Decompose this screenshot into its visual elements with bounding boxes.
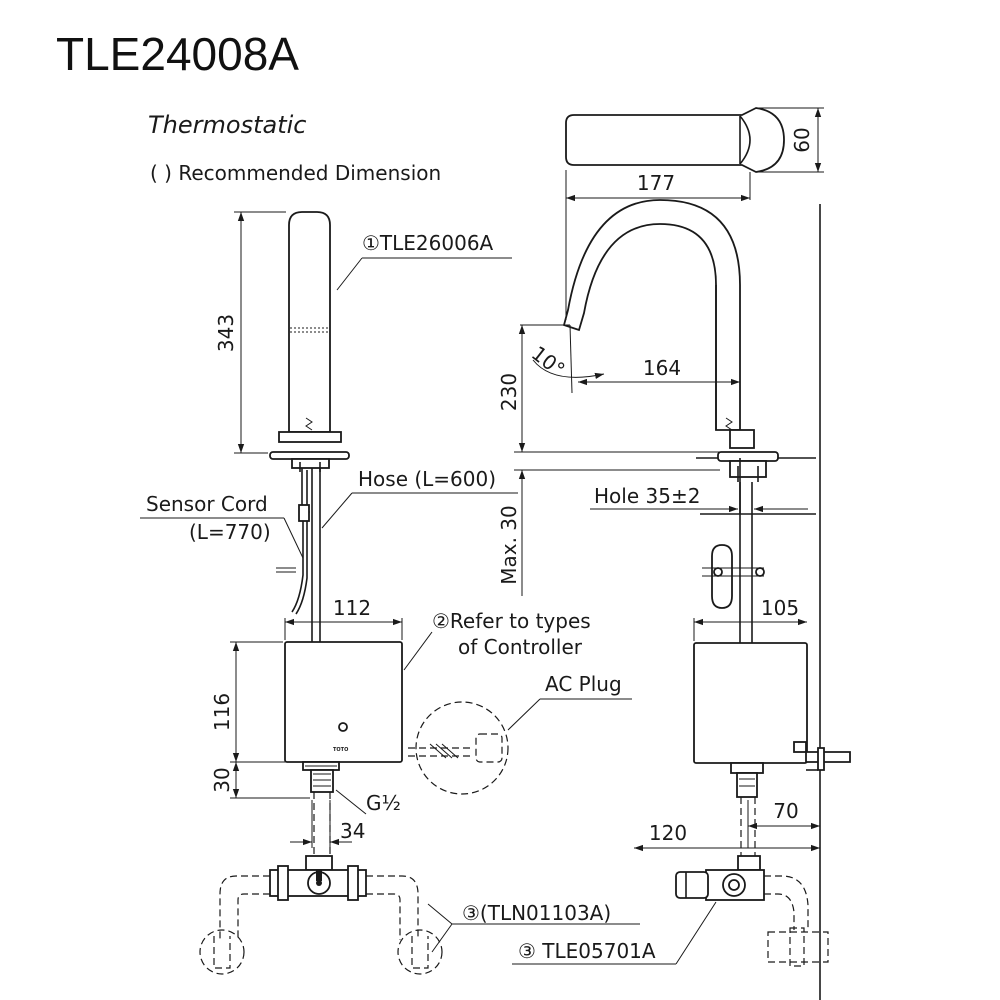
- sensor-connector: [298, 504, 310, 522]
- dim-spout-reach: 164: [643, 356, 681, 380]
- spout-body-front: [288, 211, 331, 433]
- side-view: [562, 107, 851, 1000]
- dim-deck-thickness: Max. 30: [497, 505, 521, 585]
- callout-hole: Hole 35±2: [594, 484, 700, 508]
- front-view: TOTO: [199, 211, 509, 975]
- callout-sensor-cord: Sensor Cord: [146, 492, 268, 516]
- brand-mark: TOTO: [333, 747, 348, 753]
- dim-outlet-offset: 34: [340, 819, 365, 843]
- dim-top-depth: 60: [790, 127, 814, 152]
- callout-sensor-cord-length: (L=770): [189, 520, 271, 544]
- dim-spout-clearance: 230: [497, 373, 521, 411]
- dim-controller-depth: 105: [761, 596, 799, 620]
- dim-angle: 10°: [527, 341, 570, 382]
- callout-ac-plug: AC Plug: [545, 672, 622, 696]
- dim-floor-offset: 120: [649, 821, 687, 845]
- callout-hose: Hose (L=600): [358, 467, 496, 491]
- callout-controller-2: of Controller: [458, 635, 583, 659]
- callout-valve-front: ③(TLN01103A): [462, 901, 611, 925]
- controller-box-side: [693, 642, 808, 764]
- callout-controller: ②Refer to types: [432, 609, 591, 633]
- dim-wall-offset: 70: [773, 799, 798, 823]
- spout-top-view: [565, 107, 785, 173]
- dim-bottom-height: 30: [210, 767, 234, 792]
- side-callouts: ③ TLE05701A: [512, 901, 717, 965]
- spout-gooseneck: [562, 199, 741, 431]
- front-callouts: ①TLE26006A Sensor Cord (L=770) Hose (L=6…: [140, 231, 640, 953]
- dim-controller-width: 112: [333, 596, 371, 620]
- callout-thread: G½: [366, 791, 401, 815]
- ac-plug-detail: [415, 701, 509, 795]
- front-dimensions: 343 112 116 30 34: [210, 211, 403, 848]
- subtitle: Thermostatic: [148, 111, 306, 139]
- callout-spout-model: ①TLE26006A: [362, 231, 494, 255]
- controller-box-front: [284, 641, 403, 763]
- model-title: TLE24008A: [56, 28, 299, 80]
- recommended-dimension-note: ( ) Recommended Dimension: [150, 161, 441, 185]
- dim-controller-height: 116: [210, 693, 234, 731]
- dim-spout-reach-total: 177: [637, 171, 675, 195]
- callout-valve-side: ③ TLE05701A: [518, 939, 656, 963]
- dim-spout-height: 343: [214, 314, 238, 352]
